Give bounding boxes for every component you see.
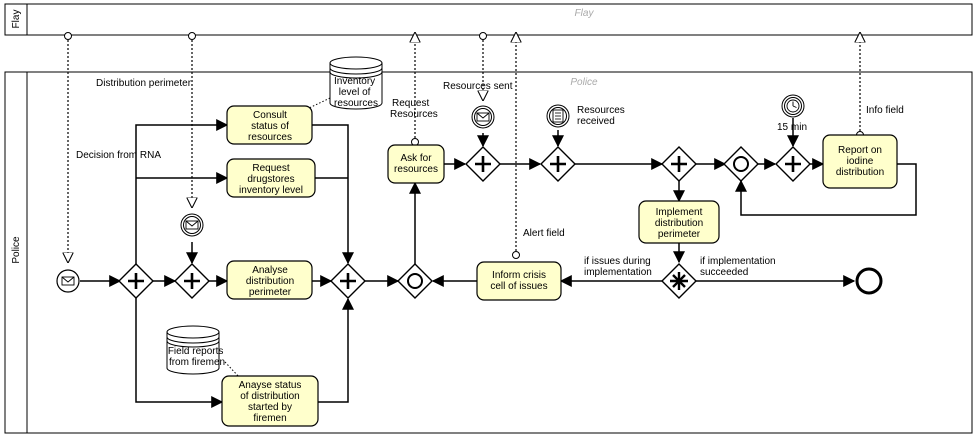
intermediate-event-conditional[interactable] (546, 104, 570, 128)
intermediate-event-message-perimeter[interactable] (180, 213, 204, 237)
plus-icon (475, 156, 491, 172)
sequence-flows (80, 118, 917, 408)
parallel-gateway-timer[interactable] (775, 146, 811, 182)
label-distribution-perimeter: Distribution perimeter (96, 78, 192, 89)
label-info-field: Info field (866, 105, 904, 116)
parallel-gateway-resources-sent[interactable] (465, 146, 501, 182)
envelope-icon (476, 112, 490, 122)
event-gateway-merge[interactable] (397, 263, 433, 299)
label-decision-from-rna: Decision from RNA (76, 150, 161, 161)
envelope-icon (61, 276, 75, 286)
label-request-resources: Request Resources (390, 98, 438, 120)
pool-label-flay: Flay (575, 8, 595, 19)
intermediate-event-timer[interactable] (781, 94, 805, 118)
lane-label-police: Police (11, 236, 22, 264)
label-if-succeeded: if implementation succeeded (700, 256, 778, 278)
event-gateway-loop[interactable] (723, 146, 759, 182)
label-resources-sent: Resources sent (443, 81, 513, 92)
association-field-reports (224, 361, 241, 379)
parallel-gateway-perimeter[interactable] (174, 263, 210, 299)
start-event-message[interactable] (56, 269, 80, 293)
label-timer: 15 min (777, 122, 807, 133)
datastore-field-reports[interactable]: Field reports from firemen (166, 325, 226, 375)
datastore-inventory[interactable]: Inventory level of resources (329, 56, 383, 110)
parallel-gateway-distribution[interactable] (661, 146, 697, 182)
parallel-gateway-resources-received[interactable] (540, 146, 576, 182)
lane-label-flay: Flay (11, 10, 22, 29)
plus-icon (550, 156, 566, 172)
end-event[interactable] (855, 267, 883, 295)
label-alert-field: Alert field (523, 228, 565, 239)
plus-icon (340, 273, 356, 289)
complex-gateway-decision[interactable] (661, 263, 697, 299)
datastore-field-reports-label: Field reports from firemen (168, 346, 226, 368)
datastore-inventory-label: Inventory level of resources (334, 76, 378, 109)
pool-label-police: Police (570, 77, 598, 88)
label-resources-received: Resources received (577, 105, 628, 127)
parallel-gateway-split[interactable] (118, 263, 154, 299)
asterisk-icon (670, 272, 688, 290)
intermediate-event-message-resources-sent[interactable] (471, 105, 495, 129)
envelope-icon (185, 220, 199, 230)
parallel-gateway-join[interactable] (330, 263, 366, 299)
plus-icon (671, 156, 687, 172)
list-icon (552, 109, 564, 123)
plus-icon (128, 273, 144, 289)
clock-icon (786, 99, 800, 113)
association-inventory (304, 97, 331, 111)
plus-icon (785, 156, 801, 172)
plus-icon (184, 273, 200, 289)
pool-police: Police Police (4, 71, 973, 434)
label-if-issues: if issues during implementation (584, 256, 653, 278)
pool-flay: Flay Flay (4, 3, 973, 36)
